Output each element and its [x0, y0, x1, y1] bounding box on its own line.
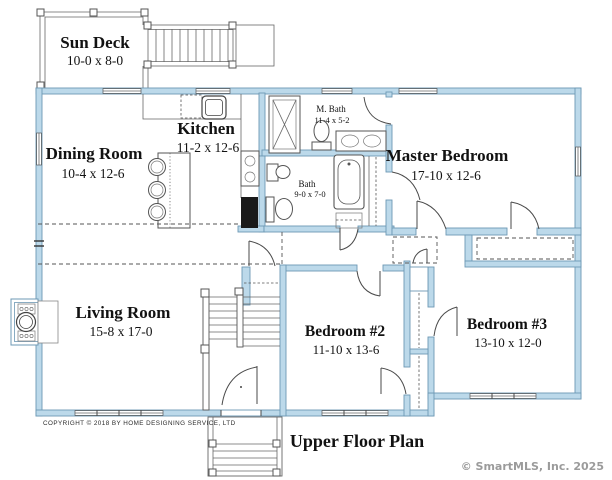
bedroom3-closet-door	[433, 306, 458, 337]
toilet	[265, 196, 293, 223]
window	[321, 410, 389, 416]
room-label-m-bath: M. Bath	[316, 104, 346, 114]
room-dims-bed2: 11-10 x 13-6	[313, 342, 380, 357]
window	[74, 410, 164, 416]
window	[321, 88, 353, 94]
master-closet	[476, 237, 574, 260]
watermark: © SmartMLS, Inc. 2025	[461, 460, 604, 473]
shower	[268, 95, 301, 154]
window	[469, 393, 537, 399]
deck-post	[140, 8, 149, 17]
hall-linen-closet	[392, 236, 438, 264]
master-door-west	[391, 171, 421, 201]
wood-stove	[10, 298, 59, 346]
wall-section-marker	[34, 240, 44, 247]
windows	[34, 88, 581, 416]
front-door	[220, 366, 262, 416]
exterior-walls	[35, 87, 582, 417]
plan-title: Upper Floor Plan	[290, 431, 424, 451]
room-dims-m-bath: 11-4 x 5-2	[314, 115, 349, 125]
room-label-master: Master Bedroom	[386, 146, 509, 165]
deck-post	[228, 21, 237, 30]
room-dims-sun-deck: 10-0 x 8-0	[67, 53, 123, 68]
bathtub	[333, 154, 365, 210]
master-bath-fixtures	[268, 95, 387, 154]
double-vanity	[335, 130, 387, 152]
dashed-guides	[38, 223, 574, 408]
deck-stair-treads	[155, 29, 229, 62]
room-dims-master: 17-10 x 12-6	[411, 168, 481, 183]
bedroom2-door	[356, 270, 381, 297]
window	[575, 146, 581, 177]
window	[102, 88, 142, 94]
room-dims-kitchen: 11-2 x 12-6	[177, 140, 240, 155]
pedestal-sink	[266, 163, 291, 182]
closet-cap	[409, 266, 429, 292]
island-with-stools	[148, 152, 191, 229]
deck-landing	[235, 24, 275, 67]
kitchen-sink	[201, 95, 227, 120]
sun-deck	[36, 8, 149, 92]
linen-closet	[335, 212, 363, 229]
room-label-bed3: Bedroom #3	[467, 316, 547, 333]
window	[36, 132, 42, 166]
deck-post	[143, 21, 152, 30]
deck-post	[143, 60, 152, 69]
bedroom2-closet-door	[380, 367, 407, 395]
master-entry-door	[416, 200, 447, 230]
room-label-bed2: Bedroom #2	[305, 323, 385, 340]
dishwasher	[180, 94, 203, 119]
copyright-note: COPYRIGHT © 2018 BY HOME DESIGNING SERVI…	[43, 419, 236, 427]
bath-door	[339, 228, 359, 251]
room-label-sun-deck: Sun Deck	[60, 33, 130, 52]
room-label-kitchen: Kitchen	[177, 119, 235, 138]
hall-bath-fixtures	[265, 154, 377, 229]
deck-stairs	[143, 21, 275, 69]
deck-post	[36, 8, 45, 17]
master-closet-door	[510, 201, 540, 230]
room-label-living: Living Room	[76, 303, 171, 322]
entry-stoop	[207, 416, 283, 477]
room-dims-living: 15-8 x 17-0	[90, 324, 153, 339]
room-label-bath: Bath	[299, 179, 316, 189]
kitchen-fixtures	[142, 94, 260, 229]
toilet	[311, 120, 332, 151]
labels: Sun Deck 10-0 x 8-0 Dining Room 10-4 x 1…	[43, 33, 604, 473]
window	[398, 88, 438, 94]
doors	[220, 96, 540, 416]
hall-linen-door	[412, 248, 428, 264]
room-dims-bath: 9-0 x 7-0	[294, 189, 325, 199]
room-dims-dining: 10-4 x 12-6	[62, 166, 125, 181]
master-bath-door	[363, 96, 392, 125]
deck-post	[228, 60, 237, 69]
bifold-closet	[368, 156, 377, 226]
interior-walls	[237, 91, 582, 417]
room-dims-bed3: 13-10 x 12-0	[474, 335, 541, 350]
refrigerator	[241, 197, 258, 228]
interior-stairs	[200, 282, 280, 411]
stair-hall-door	[248, 240, 276, 267]
room-label-dining: Dining Room	[46, 144, 143, 163]
window	[195, 88, 231, 94]
range	[240, 150, 260, 187]
deck-post	[89, 8, 98, 17]
stair-treads	[209, 296, 280, 347]
